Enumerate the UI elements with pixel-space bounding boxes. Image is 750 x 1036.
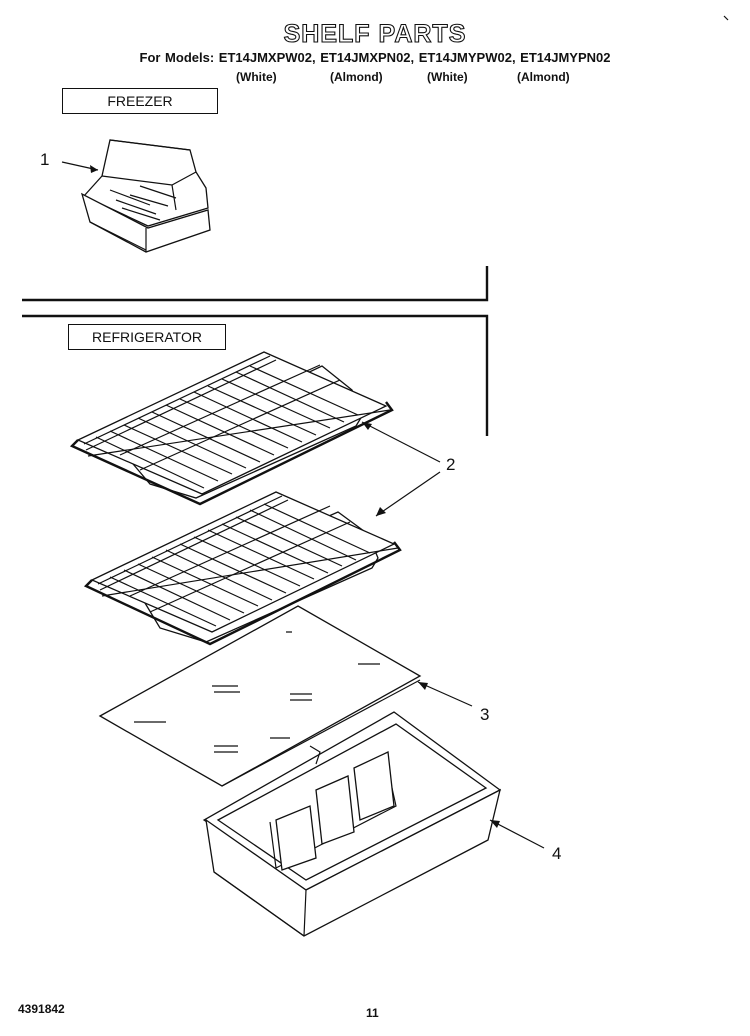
color-label-1: (White): [236, 70, 277, 84]
page-number: 11: [366, 1006, 379, 1020]
callout-2: 2: [446, 455, 456, 474]
wire-shelf-lower-part: [83, 491, 402, 646]
freezer-basket-part: [80, 139, 211, 253]
glass-shelf-part: [98, 605, 422, 787]
page-title: SHELF PARTS: [283, 19, 467, 48]
callout-leaders: [61, 161, 545, 849]
freezer-section-label: FREEZER: [62, 88, 218, 114]
callout-4: 4: [552, 844, 562, 863]
color-label-2: (Almond): [330, 70, 383, 84]
section-dividers: [22, 266, 489, 436]
models-line: For Models: ET14JMXPW02, ET14JMXPN02, ET…: [139, 50, 611, 65]
crisper-drawer-part: [202, 711, 502, 937]
refrigerator-section-label: REFRIGERATOR: [68, 324, 226, 350]
callout-3: 3: [480, 705, 490, 724]
document-number: 4391842: [18, 1002, 65, 1016]
color-label-4: (Almond): [517, 70, 570, 84]
wire-shelf-upper-part: [69, 351, 394, 506]
color-label-3: (White): [427, 70, 468, 84]
callout-1: 1: [40, 150, 50, 169]
corner-mark: [723, 15, 729, 21]
